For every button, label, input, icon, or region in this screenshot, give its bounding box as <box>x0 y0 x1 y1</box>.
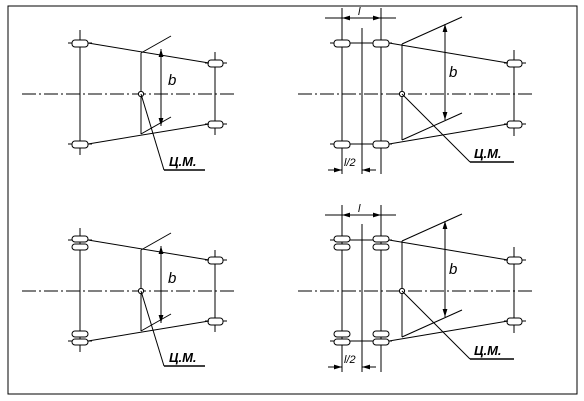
front-wheel-top-inner <box>71 243 89 251</box>
dim-l-label: l <box>358 6 361 18</box>
panel-3: b Ц.М. <box>22 228 237 367</box>
dim-half-label: l/2 <box>344 354 356 366</box>
dim-l-label: l <box>358 203 361 215</box>
dim-b-label: b <box>449 261 457 278</box>
front-wheel-top <box>71 39 89 48</box>
cm-label: Ц.М. <box>474 146 502 161</box>
panel-1: b Ц.М. <box>22 30 237 171</box>
cm-label: Ц.М. <box>474 343 502 358</box>
panel-2: b Ц.М. l l/2 <box>298 6 534 174</box>
front-wheel-bottom <box>71 140 89 149</box>
rear-wheel-bottom <box>207 120 224 129</box>
front-wheel-top-outer <box>71 235 89 243</box>
outer-frame <box>7 5 578 395</box>
front-wheel-bottom-inner <box>71 330 89 338</box>
dim-half-label: l/2 <box>344 157 356 169</box>
cm-label: Ц.М. <box>169 154 197 169</box>
cm-label: Ц.М. <box>169 350 197 365</box>
dim-b-label: b <box>168 270 176 287</box>
dim-b-label: b <box>168 72 176 89</box>
rear-wheel-top <box>207 59 224 68</box>
front-wheel-bottom-outer <box>71 338 89 346</box>
panel-4: b Ц.М. l l/2 <box>298 203 534 372</box>
dim-b-label: b <box>449 64 457 81</box>
